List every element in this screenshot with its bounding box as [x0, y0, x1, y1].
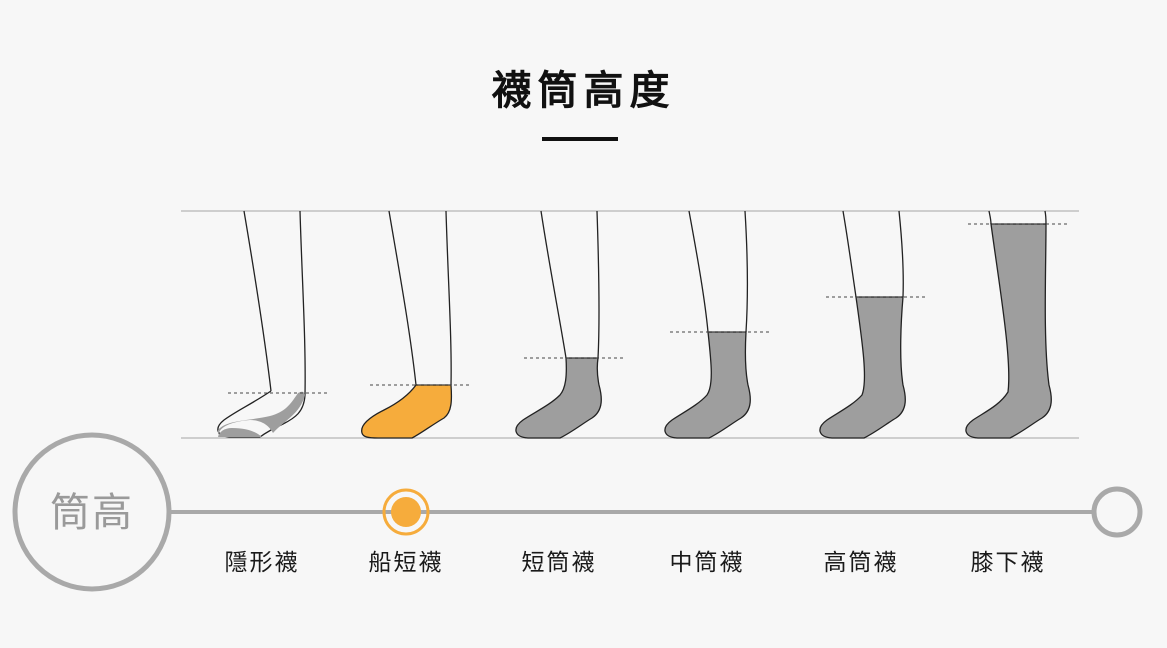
leg-invisible-sock: [218, 211, 328, 437]
leg-boat-sock: [362, 211, 470, 438]
sock-fill-boat: [362, 385, 452, 438]
axis-badge-label: 筒高: [14, 480, 170, 538]
sock-fill-knee: [966, 224, 1051, 438]
sock-fill-short: [516, 358, 601, 438]
leg-high-sock: [820, 211, 926, 438]
label-boat-sock[interactable]: 船短襪: [341, 543, 471, 577]
axis-end-knob[interactable]: [1094, 489, 1140, 535]
leg-knee-sock: [966, 211, 1068, 438]
leg-mid-sock: [665, 211, 770, 438]
label-invisible-sock[interactable]: 隱形襪: [197, 543, 327, 577]
label-mid-sock[interactable]: 中筒襪: [642, 543, 772, 577]
label-short-sock[interactable]: 短筒襪: [494, 543, 624, 577]
sock-fill-mid: [665, 332, 750, 438]
selected-marker-dot[interactable]: [391, 497, 421, 527]
sock-fill-high: [820, 297, 905, 438]
leg-short-sock: [516, 211, 624, 438]
label-high-sock[interactable]: 高筒襪: [796, 543, 926, 577]
label-knee-sock[interactable]: 膝下襪: [943, 543, 1073, 577]
